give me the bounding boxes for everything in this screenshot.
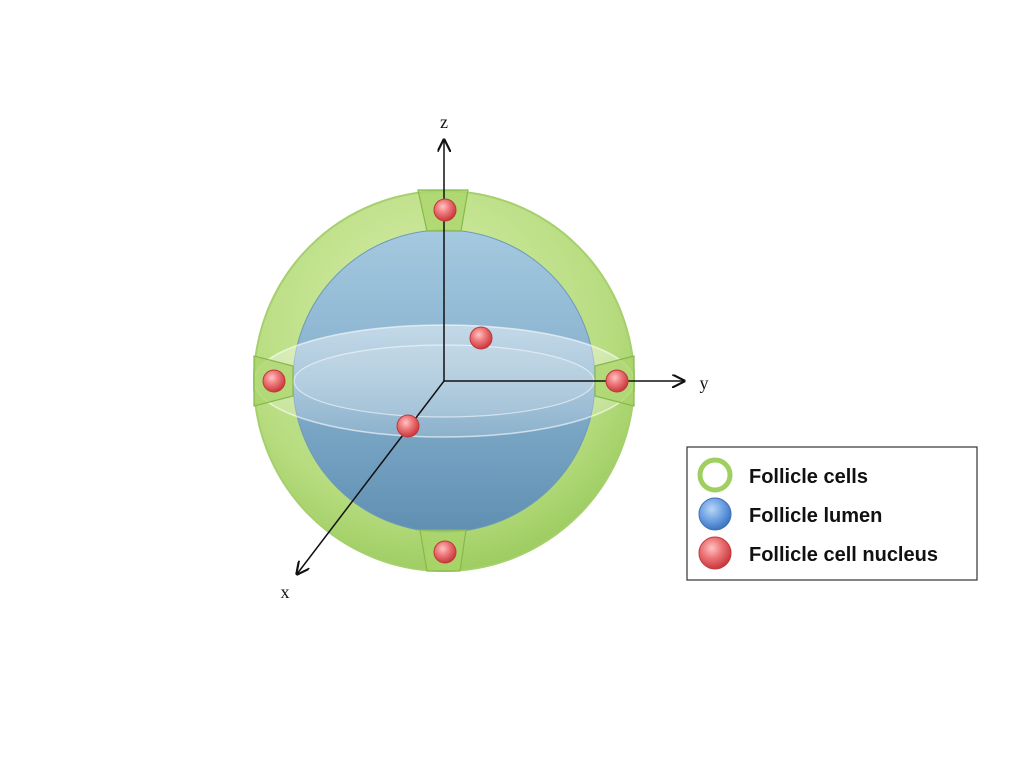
legend-box <box>686 446 978 581</box>
legend-item-follicle-lumen: Follicle lumen <box>698 497 882 531</box>
legend-label-follicle-cells: Follicle cells <box>749 466 868 488</box>
nucleus-top <box>433 198 457 222</box>
nucleus-front <box>396 414 420 438</box>
nucleus-back <box>469 326 493 350</box>
axes <box>297 140 684 574</box>
legend: Follicle cells Follicle lumen Follicle c… <box>686 446 978 581</box>
legend-item-follicle-cell-nucleus: Follicle cell nucleus <box>698 536 938 570</box>
nucleus-left <box>262 369 286 393</box>
green-ring-icon <box>697 457 733 493</box>
nucleus-bottom <box>433 540 457 564</box>
red-circle-icon <box>698 536 732 570</box>
legend-label-follicle-cell-nucleus: Follicle cell nucleus <box>749 544 938 566</box>
z-axis-label: z <box>440 112 448 132</box>
blue-circle-icon <box>698 497 732 531</box>
legend-item-follicle-cells: Follicle cells <box>697 457 868 493</box>
y-axis-label: y <box>700 373 709 393</box>
nuclei <box>262 198 629 564</box>
x-axis <box>297 380 445 574</box>
x-axis-label: x <box>281 582 290 602</box>
nucleus-right <box>605 369 629 393</box>
legend-label-follicle-lumen: Follicle lumen <box>749 505 882 527</box>
